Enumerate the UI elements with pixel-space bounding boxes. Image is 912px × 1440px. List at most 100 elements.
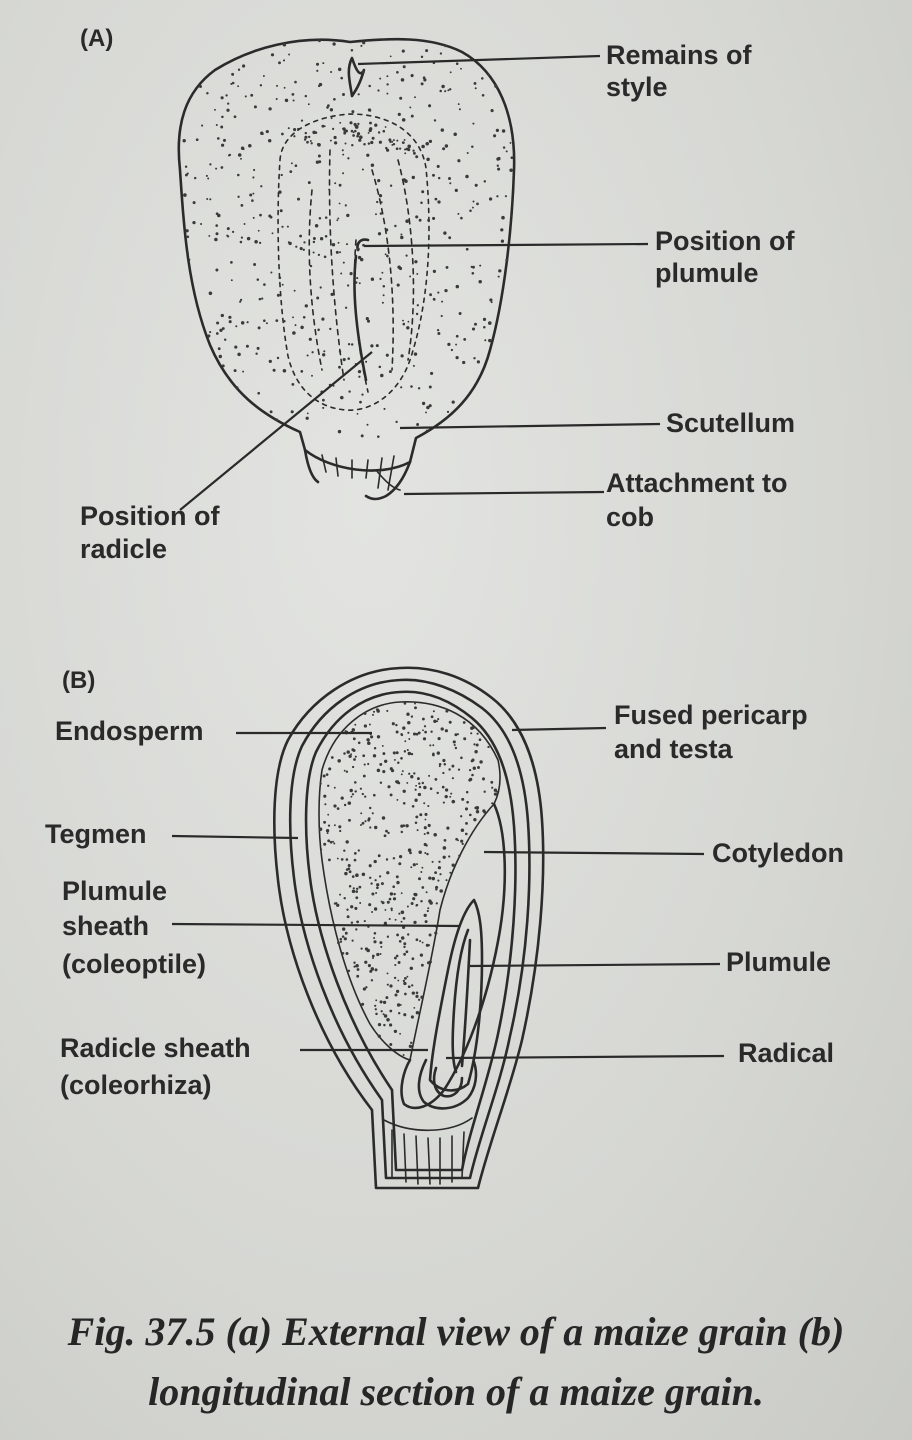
speckle-dot — [395, 730, 399, 734]
speckle-dot — [319, 782, 322, 785]
speckle-dot — [366, 153, 370, 157]
speckle-dot — [400, 936, 405, 940]
speckle-dot — [368, 84, 371, 88]
speckle-dot — [343, 131, 347, 135]
speckle-dot — [339, 829, 342, 833]
speckle-dot — [186, 251, 189, 255]
speckle-dot — [333, 804, 337, 808]
speckle-dot — [384, 759, 388, 763]
speckle-dot — [385, 146, 388, 150]
speckle-dot — [357, 122, 360, 126]
speckle-dot — [401, 49, 405, 53]
speckle-dot — [389, 55, 392, 58]
speckle-dot — [333, 141, 338, 145]
speckle-dot — [493, 134, 497, 138]
speckle-dot — [403, 952, 406, 956]
speckle-dot — [356, 277, 359, 280]
speckle-dot — [240, 157, 242, 160]
speckle-dot — [364, 960, 368, 964]
speckle-dot — [371, 713, 375, 716]
speckle-dot — [319, 237, 324, 241]
speckle-dot — [420, 201, 423, 205]
speckle-dot — [496, 195, 499, 198]
speckle-dot — [221, 327, 225, 330]
speckle-dot — [487, 73, 490, 77]
speckle-dot — [394, 224, 397, 228]
speckle-dot — [348, 870, 352, 874]
speckle-dot — [333, 135, 337, 140]
speckle-dot — [481, 77, 484, 80]
leader-attachment-to-cob — [403, 490, 605, 496]
speckle-dot — [361, 872, 366, 877]
speckle-dot — [377, 435, 380, 438]
leader-position-of-radicle — [179, 351, 373, 511]
speckle-dot — [209, 331, 212, 334]
speckle-dot — [336, 219, 339, 222]
speckle-dot — [407, 985, 411, 989]
speckle-dot — [233, 115, 237, 119]
speckle-dot — [444, 44, 447, 48]
speckle-dot — [444, 729, 448, 733]
speckle-dot — [281, 225, 284, 228]
speckle-dot — [399, 96, 403, 100]
speckle-dot — [406, 326, 410, 330]
speckle-dot — [489, 298, 493, 302]
speckle-dot — [370, 277, 375, 281]
leader-plumule-sheath — [171, 922, 461, 928]
speckle-dot — [305, 416, 309, 420]
speckle-dot — [239, 300, 242, 303]
speckle-dot — [256, 278, 260, 281]
speckle-dot — [397, 265, 401, 269]
speckle-dot — [437, 176, 441, 180]
figure-caption-line-2: longitudinal section of a maize grain. — [148, 1369, 764, 1414]
speckle-dot — [278, 276, 282, 280]
speckle-dot — [348, 390, 351, 393]
speckle-dot — [416, 777, 420, 781]
speckle-dot — [490, 301, 493, 304]
speckle-dot — [440, 314, 443, 318]
speckle-dot — [222, 138, 227, 142]
speckle-dot — [415, 784, 418, 787]
speckle-dot — [402, 789, 406, 793]
speckle-dot — [348, 818, 351, 822]
speckle-dot — [386, 1018, 390, 1022]
speckle-dot — [460, 839, 464, 843]
speckle-dot — [367, 131, 370, 134]
speckle-dot — [402, 726, 406, 730]
speckle-dot — [227, 102, 230, 105]
speckle-dot — [373, 859, 377, 864]
speckle-dot — [426, 831, 430, 835]
speckle-dot — [317, 154, 321, 158]
speckle-dot — [447, 89, 450, 92]
speckle-dot — [451, 799, 456, 804]
speckle-dot — [417, 731, 421, 735]
radicle-sheath-coleorhiza — [417, 1058, 478, 1110]
speckle-dot — [426, 909, 429, 913]
speckle-dot — [309, 264, 313, 268]
speckle-dot — [355, 963, 359, 968]
speckle-dot — [220, 313, 224, 318]
speckle-dot — [465, 822, 468, 825]
speckle-dot — [437, 737, 441, 741]
speckle-dot — [253, 105, 257, 109]
speckle-dot — [425, 142, 429, 146]
speckle-dot — [288, 53, 291, 56]
speckle-dot — [428, 876, 432, 880]
speckle-dot — [423, 913, 427, 918]
speckle-dot — [442, 771, 445, 775]
speckle-dot — [474, 183, 478, 187]
speckle-dot — [451, 777, 454, 780]
speckle-dot — [367, 142, 371, 145]
speckle-dot — [400, 386, 403, 389]
speckle-dot — [427, 218, 430, 222]
speckle-dot — [389, 793, 393, 797]
speckle-dot — [391, 143, 394, 146]
speckle-dot — [421, 401, 426, 406]
speckle-dot — [259, 213, 262, 217]
speckle-dot — [370, 979, 374, 982]
speckle-dot — [346, 213, 350, 218]
speckle-dot — [374, 123, 378, 127]
speckle-dot — [237, 195, 240, 198]
speckle-dot — [415, 155, 419, 159]
